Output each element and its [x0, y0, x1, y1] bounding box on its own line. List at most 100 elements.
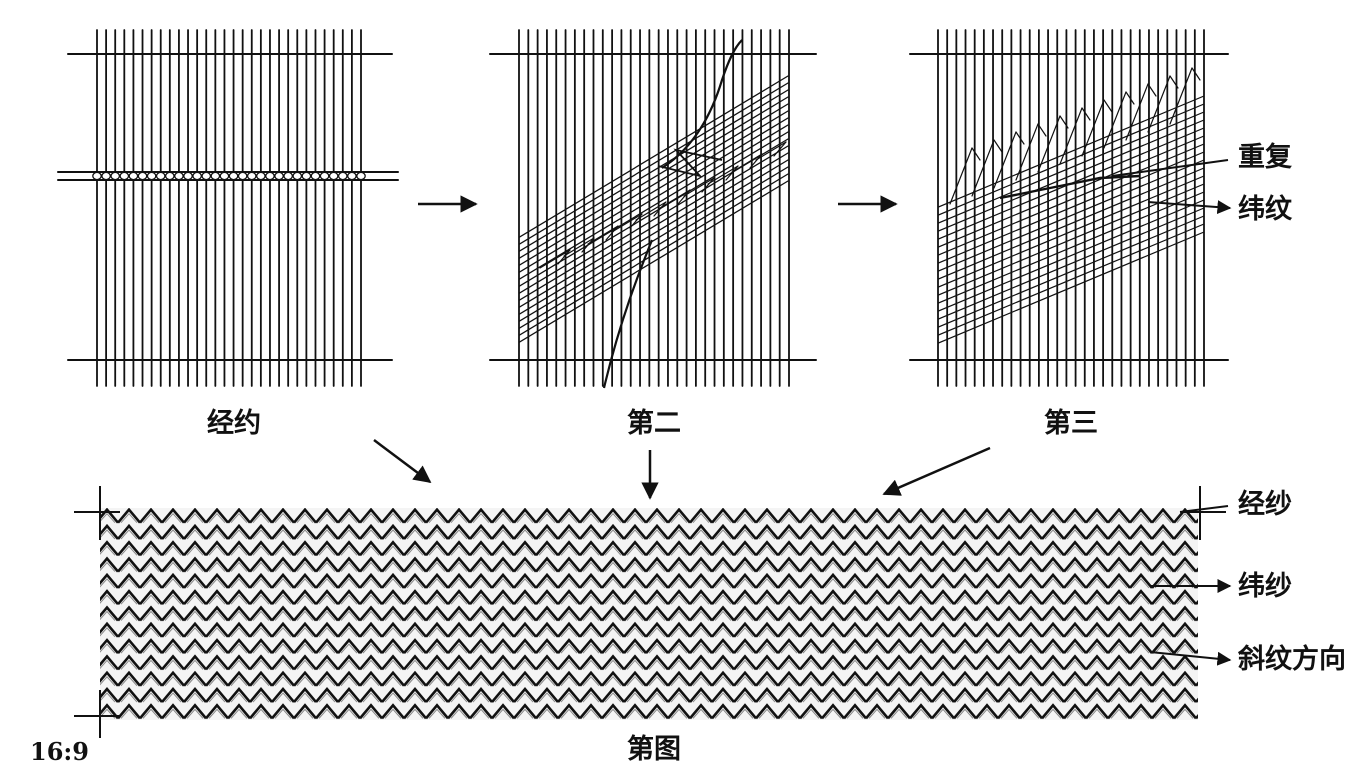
herringbone-chevron	[865, 589, 889, 606]
herringbone-shadow	[604, 512, 622, 524]
herringbone-chevron	[249, 621, 273, 638]
herringbone-shadow	[186, 578, 204, 589]
herringbone-chevron	[469, 670, 493, 687]
twill-thread	[938, 223, 1204, 336]
herringbone-chevron	[601, 589, 625, 606]
herringbone-chevron	[315, 523, 339, 540]
herringbone-shadow	[758, 529, 776, 540]
herringbone-chevron	[205, 589, 229, 606]
herringbone-shadow	[604, 659, 622, 670]
herringbone-chevron	[975, 621, 999, 638]
herringbone-chevron	[315, 572, 339, 589]
herringbone-shadow	[230, 659, 248, 670]
herringbone-shadow	[538, 692, 556, 703]
herringbone-chevron	[1019, 703, 1043, 720]
herringbone-shadow	[406, 594, 424, 605]
herringbone-shadow	[604, 578, 622, 589]
herringbone-chevron	[403, 572, 427, 589]
herringbone-shadow	[1044, 512, 1062, 524]
herringbone-chevron	[689, 654, 713, 671]
twill-riser	[993, 131, 1017, 189]
herringbone-shadow	[1000, 529, 1018, 540]
herringbone-chevron	[1107, 572, 1131, 589]
herringbone-shadow	[802, 610, 820, 621]
herringbone-chevron	[821, 556, 845, 573]
herringbone-chevron	[1019, 686, 1043, 703]
cross-knot	[92, 171, 102, 181]
herringbone-shadow	[318, 692, 336, 703]
herringbone-chevron	[953, 540, 977, 557]
herringbone-shadow	[890, 610, 908, 621]
herringbone-chevron	[887, 589, 911, 606]
herringbone-shadow	[472, 708, 490, 719]
herringbone-chevron	[100, 703, 119, 720]
herringbone-shadow	[890, 708, 908, 719]
weft-segment	[773, 141, 787, 157]
herringbone-chevron	[1063, 670, 1087, 687]
herringbone-chevron	[887, 523, 911, 540]
herringbone-chevron	[557, 556, 581, 573]
herringbone-chevron	[337, 589, 361, 606]
herringbone-chevron	[249, 508, 273, 524]
herringbone-shadow	[318, 529, 336, 540]
herringbone-shadow	[714, 545, 732, 556]
herringbone-chevron	[469, 556, 493, 573]
herringbone-chevron	[491, 556, 515, 573]
herringbone-chevron	[227, 605, 251, 622]
herringbone-chevron	[513, 686, 537, 703]
weft-segment	[635, 201, 667, 221]
herringbone-shadow	[362, 529, 380, 540]
herringbone-chevron	[865, 621, 889, 638]
herringbone-chevron	[183, 621, 207, 638]
herringbone-chevron	[975, 508, 999, 524]
herringbone-chevron	[139, 589, 163, 606]
herringbone-shadow	[384, 529, 402, 540]
twill-thread	[938, 191, 1204, 304]
herringbone-shadow	[1022, 692, 1040, 703]
herringbone-shadow	[384, 692, 402, 703]
herringbone-chevron	[205, 508, 229, 524]
herringbone-shadow	[1022, 561, 1040, 572]
herringbone-chevron	[711, 605, 735, 622]
herringbone-shadow	[1132, 676, 1150, 687]
herringbone-chevron	[1063, 654, 1087, 671]
herringbone-chevron	[777, 686, 801, 703]
herringbone-shadow	[100, 578, 116, 589]
herringbone-shadow	[318, 659, 336, 670]
herringbone-chevron	[100, 523, 119, 540]
herringbone-shadow	[208, 512, 226, 524]
herringbone-shadow	[274, 692, 292, 703]
herringbone-shadow	[1110, 659, 1128, 670]
herringbone-chevron	[183, 703, 207, 720]
herringbone-chevron	[667, 589, 691, 606]
herringbone-chevron	[733, 621, 757, 638]
herringbone-chevron	[183, 508, 207, 524]
herringbone-shadow	[340, 708, 358, 719]
herringbone-shadow	[472, 545, 490, 556]
arrow-third-to-fabric	[882, 446, 991, 496]
herringbone-shadow	[934, 692, 952, 703]
herringbone-chevron	[1195, 616, 1198, 622]
herringbone-shadow	[252, 545, 270, 556]
herringbone-chevron	[183, 654, 207, 671]
herringbone-chevron	[667, 670, 691, 687]
herringbone-chevron	[293, 605, 317, 622]
herringbone-chevron	[733, 605, 757, 622]
herringbone-shadow	[868, 561, 886, 572]
herringbone-shadow	[494, 676, 512, 687]
herringbone-shadow	[1176, 561, 1194, 572]
herringbone-chevron	[931, 508, 955, 524]
herringbone-chevron	[557, 605, 581, 622]
herringbone-chevron	[1195, 681, 1198, 687]
herringbone-chevron	[843, 523, 867, 540]
herringbone-chevron	[799, 540, 823, 557]
herringbone-chevron	[513, 556, 537, 573]
herringbone-chevron	[1129, 589, 1153, 606]
weft-segment	[629, 213, 643, 229]
herringbone-shadow	[516, 561, 534, 572]
herringbone-chevron	[271, 686, 295, 703]
herringbone-chevron	[601, 670, 625, 687]
herringbone-chevron	[403, 703, 427, 720]
herringbone-chevron	[249, 523, 273, 540]
herringbone-chevron	[271, 589, 295, 606]
